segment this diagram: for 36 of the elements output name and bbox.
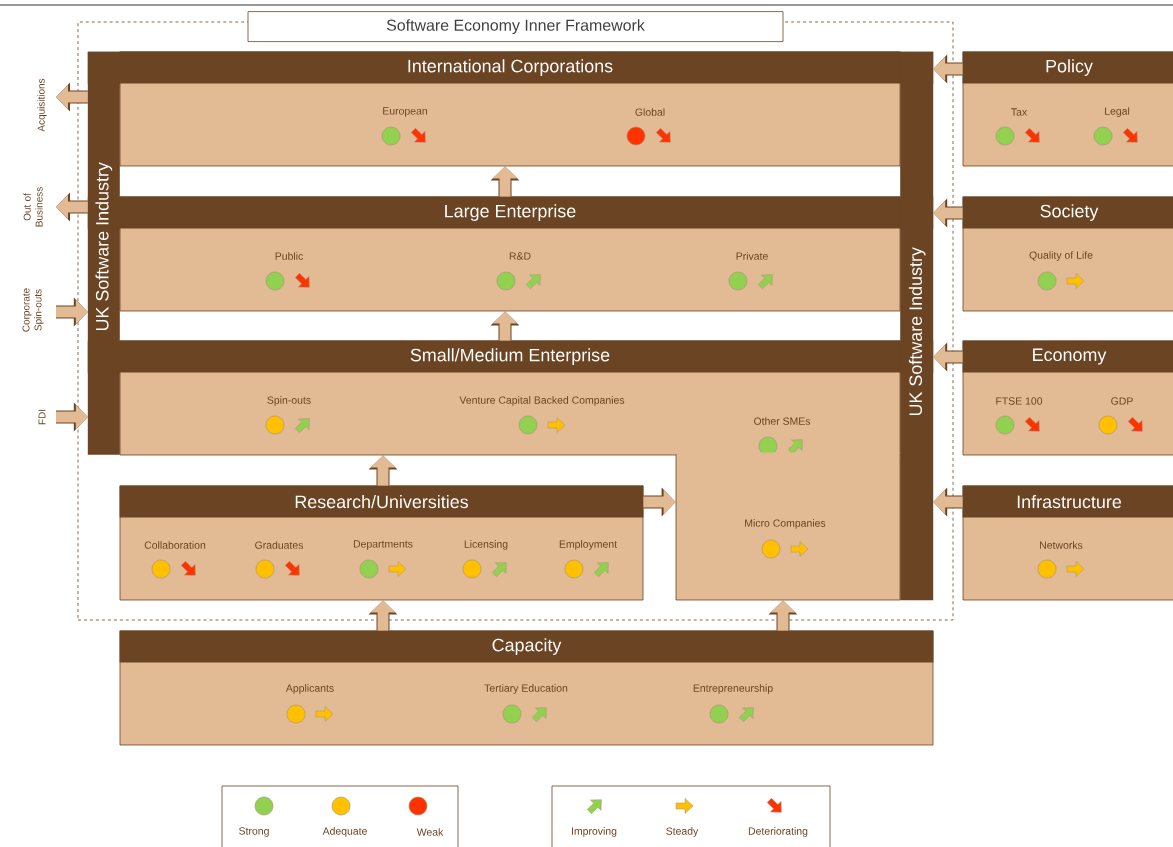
item-label: R&D bbox=[509, 252, 531, 260]
item-label: Quality of Life bbox=[1029, 251, 1093, 261]
item-label: Spin-outs bbox=[267, 396, 311, 406]
item-label: Networks bbox=[1040, 541, 1083, 549]
item-label: Private bbox=[736, 252, 768, 260]
item-label: Entrepreneurship bbox=[693, 684, 773, 694]
item-label: Tax bbox=[1011, 108, 1028, 116]
legend-label: Weak bbox=[416, 828, 444, 836]
item-label: Legal bbox=[1105, 107, 1130, 117]
legend-label: Strong bbox=[239, 827, 269, 837]
item-label: Venture Capital Backed Companies bbox=[459, 396, 625, 406]
legend-label: Adequate bbox=[322, 827, 367, 837]
node-label: UK Software Industry bbox=[95, 162, 113, 331]
item-label: GDP bbox=[1111, 397, 1133, 405]
side-label: Corporate Spin-outs bbox=[22, 288, 44, 332]
side-label: FDI bbox=[38, 409, 46, 425]
category-box: Micro Companies bbox=[675, 452, 901, 601]
item-label: Collaboration bbox=[144, 541, 206, 549]
legend-label: Deteriorating bbox=[748, 827, 808, 837]
legend-label: Steady bbox=[666, 827, 699, 837]
item-label: FTSE 100 bbox=[996, 397, 1043, 405]
item-label: Public bbox=[275, 252, 303, 260]
frame-title: Software Economy Inner Framework bbox=[247, 11, 784, 42]
item-label: Graduates bbox=[255, 541, 304, 549]
item-label: Departments bbox=[353, 540, 413, 550]
item-label: Applicants bbox=[285, 684, 334, 694]
item-label: Licensing bbox=[464, 540, 508, 550]
item-label: Tertiary Education bbox=[484, 684, 568, 694]
side-label: Out of Business bbox=[23, 187, 43, 227]
node-label: UK Software Industry bbox=[908, 247, 926, 416]
side-label: Acquisitions bbox=[37, 78, 47, 132]
legend-label: Improving bbox=[572, 827, 617, 837]
item-label: Other SMEs bbox=[754, 417, 811, 425]
item-label: Global bbox=[635, 108, 665, 116]
item-label: European bbox=[383, 107, 427, 117]
item-label: Employment bbox=[559, 540, 617, 550]
